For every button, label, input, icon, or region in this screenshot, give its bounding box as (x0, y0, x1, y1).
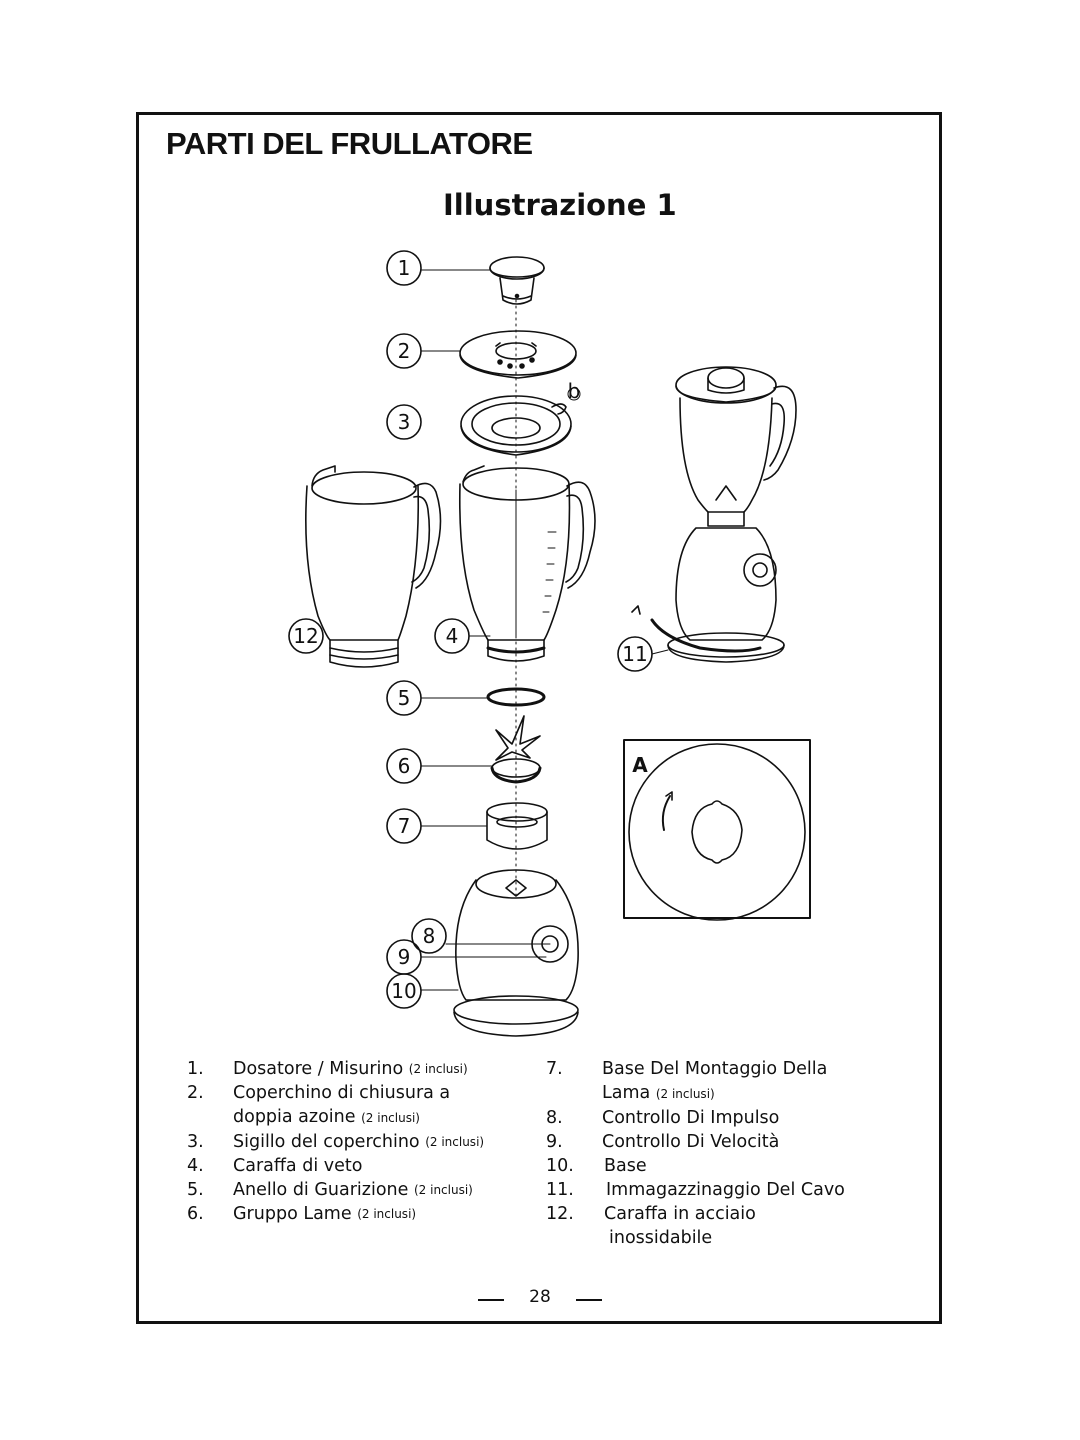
legend-text: Base Del Montaggio Della (602, 1059, 828, 1079)
legend-right: 7. Base Del Montaggio Della Lama (2 inclu… (546, 1057, 845, 1250)
legend-item-4: 4. Caraffa di veto (187, 1154, 484, 1178)
legend-num: 11. (546, 1180, 574, 1200)
legend-note: (2 inclusi) (361, 1111, 420, 1125)
measuring-cup-drawing (489, 256, 545, 305)
legend-item-8: 8. Controllo Di Impulso (546, 1106, 845, 1130)
callout-5-circle (386, 680, 422, 716)
callout-12-circle (288, 618, 324, 654)
legend-num: 7. (546, 1059, 563, 1079)
callout-6: 6 (398, 754, 411, 778)
glass-jug-drawing (458, 465, 596, 662)
legend-note: (2 inclusi) (357, 1207, 417, 1221)
callout-6-circle (386, 748, 422, 784)
legend-item-2: 2. Coperchino di chiusura a (187, 1081, 484, 1105)
legend-item-2-cont: doppia azoine (2 inclusi) (187, 1105, 484, 1130)
callout-3-circle (386, 404, 422, 440)
legend-left: 1. Dosatore / Misurino (2 inclusi) 2. Cope… (187, 1057, 484, 1226)
callout-11-circle (617, 636, 653, 672)
callout-8-circle (411, 918, 447, 954)
motor-base-drawing (453, 869, 579, 1037)
lid-seal-drawing (460, 387, 581, 456)
callout-1-circle (386, 250, 422, 286)
legend-text: Base (604, 1156, 647, 1176)
assembled-blender-drawing (631, 366, 797, 663)
legend-item-5: 5. Anello di Guarizione (2 inclusi) (187, 1178, 484, 1202)
callout-7: 7 (398, 814, 411, 838)
legend-num: 12. (546, 1204, 574, 1224)
legend-num: 5. (187, 1180, 204, 1200)
blade-assembly-drawing (490, 715, 542, 784)
legend-text: Coperchino di chiusura a (233, 1083, 451, 1103)
legend-text: Gruppo Lame (233, 1204, 352, 1224)
legend-text: doppia azoine (233, 1107, 356, 1127)
legend-num: 4. (187, 1156, 204, 1176)
legend-item-11: 11. Immagazzinaggio Del Cavo (546, 1178, 845, 1202)
legend-num: 3. (187, 1132, 204, 1152)
legend-text: Caraffa in acciaio (604, 1204, 756, 1224)
detail-a-drawing (623, 739, 811, 921)
legend-text: Lama (602, 1083, 651, 1103)
legend-text: Controllo Di Impulso (602, 1108, 780, 1128)
lid-drawing (459, 330, 577, 379)
page-frame (136, 112, 942, 1324)
legend-num: 1. (187, 1059, 204, 1079)
callout-12: 12 (293, 624, 318, 648)
page-number-rule-right (576, 1299, 602, 1301)
legend-num: 10. (546, 1156, 574, 1176)
legend-text: Immagazzinaggio Del Cavo (606, 1180, 845, 1200)
legend-item-12: 12. Caraffa in acciaio (546, 1202, 845, 1226)
legend-item-7-cont: Lama (2 inclusi) (546, 1081, 845, 1106)
legend-num: 6. (187, 1204, 204, 1224)
detail-a-label: A (632, 753, 648, 777)
legend-item-3: 3. Sigillo del coperchino (2 inclusi) (187, 1130, 484, 1154)
callout-10: 10 (391, 979, 416, 1003)
legend-num: 2. (187, 1083, 204, 1103)
callout-3: 3 (398, 410, 411, 434)
legend-text: Sigillo del coperchino (233, 1132, 420, 1152)
legend-item-1: 1. Dosatore / Misurino (2 inclusi) (187, 1057, 484, 1081)
callout-b: b (568, 379, 581, 403)
legend-item-10: 10. Base (546, 1154, 845, 1178)
legend-note: (2 inclusi) (655, 1087, 715, 1101)
legend-item-6: 6. Gruppo Lame (2 inclusi) (187, 1202, 484, 1226)
blade-base-drawing (486, 802, 548, 850)
callout-11: 11 (622, 642, 647, 666)
callout-2-circle (386, 333, 422, 369)
legend-item-12-cont: inossidabile (546, 1226, 845, 1250)
legend-text: Controllo Di Velocità (602, 1132, 780, 1152)
legend-note: (2 inclusi) (425, 1135, 485, 1149)
page-title: PARTI DEL FRULLATORE (166, 126, 533, 161)
callout-7-circle (386, 808, 422, 844)
page-number-rule-left (478, 1299, 504, 1301)
callout-4: 4 (446, 624, 459, 648)
legend-text: inossidabile (609, 1228, 713, 1248)
legend-item-9: 9. Controllo Di Velocità (546, 1130, 845, 1154)
legend-note: (2 inclusi) (408, 1062, 468, 1076)
callout-4-circle (434, 618, 470, 654)
page-number: 28 (529, 1287, 551, 1307)
steel-jug-drawing (305, 465, 442, 668)
callout-10-circle (386, 973, 422, 1009)
legend-text: Caraffa di veto (233, 1156, 363, 1176)
figure-title: Illustrazione 1 (443, 188, 677, 222)
callout-2: 2 (398, 339, 411, 363)
callout-5: 5 (398, 686, 411, 710)
callout-8: 8 (423, 924, 436, 948)
callout-1: 1 (398, 256, 411, 280)
legend-num: 8. (546, 1108, 563, 1128)
legend-text: Dosatore / Misurino (233, 1059, 404, 1079)
sealing-ring-drawing (486, 687, 546, 707)
legend-num: 9. (546, 1132, 563, 1152)
legend-text: Anello di Guarizione (233, 1180, 409, 1200)
callout-9: 9 (398, 945, 411, 969)
legend-note: (2 inclusi) (413, 1183, 473, 1197)
legend-item-7: 7. Base Del Montaggio Della (546, 1057, 845, 1081)
